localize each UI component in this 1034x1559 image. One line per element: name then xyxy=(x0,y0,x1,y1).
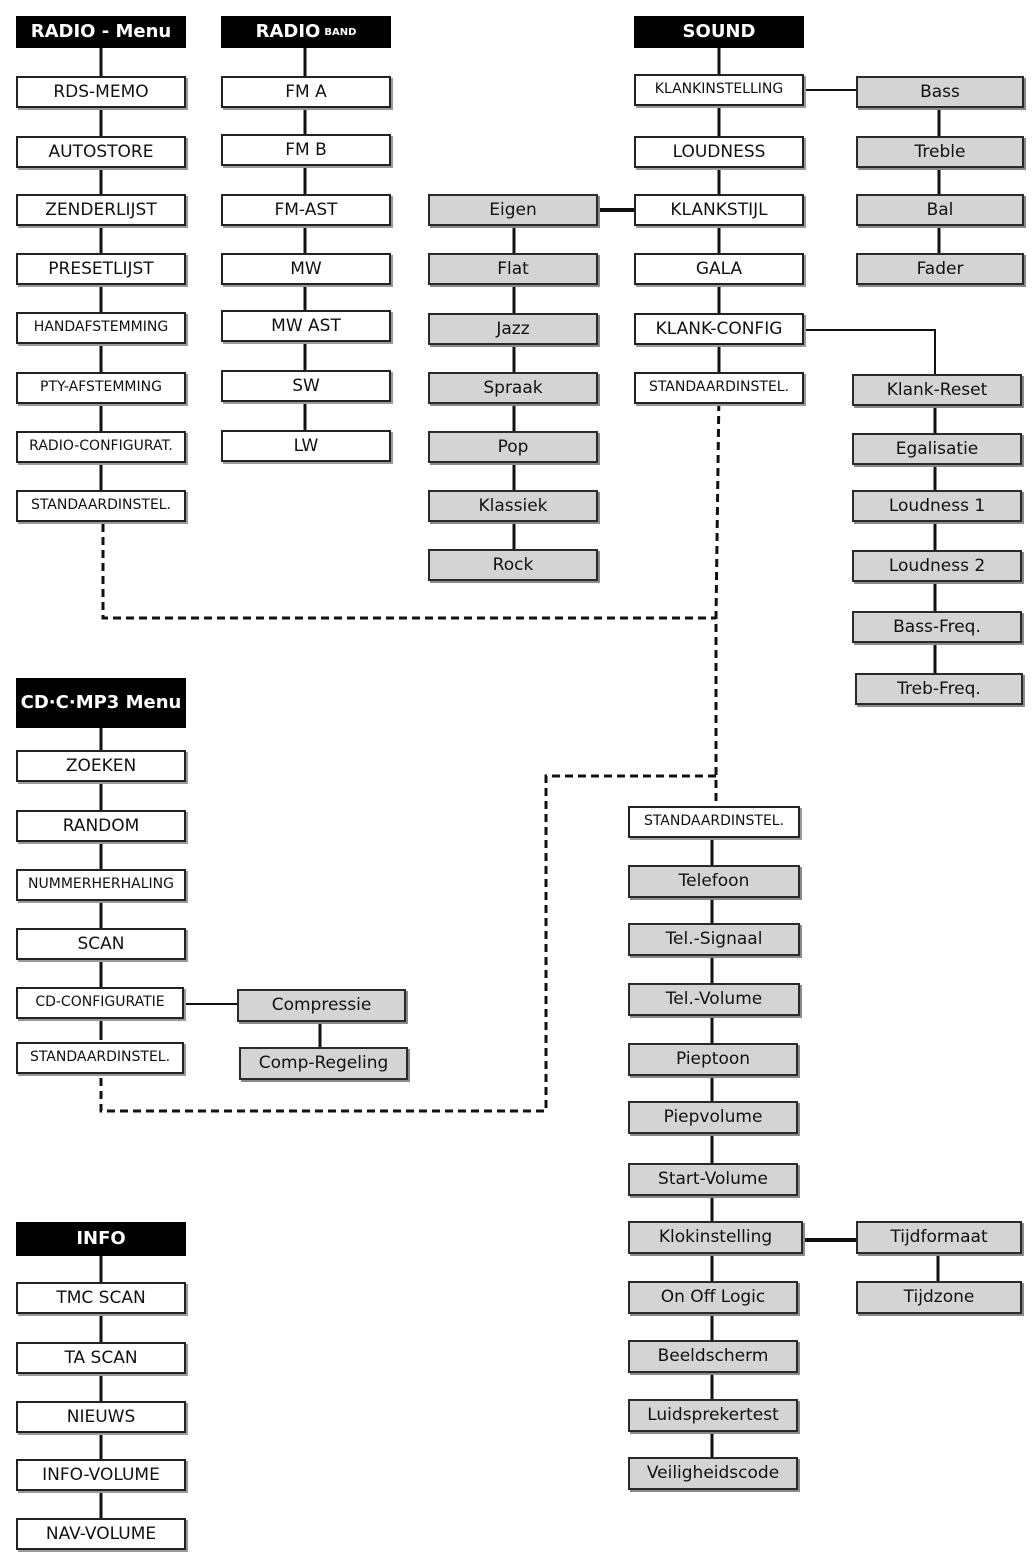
config-item-loudness-1[interactable]: Loudness 1 xyxy=(852,490,1022,522)
setup-item-telefoon[interactable]: Telefoon xyxy=(628,865,800,898)
cd-item-zoeken[interactable]: ZOEKEN xyxy=(16,750,186,782)
menu-item-handafstemming[interactable]: HANDAFSTEMMING xyxy=(16,312,186,344)
setup-item-tel-volume[interactable]: Tel.-Volume xyxy=(628,983,800,1016)
style-item-rock[interactable]: Rock xyxy=(428,549,598,581)
sub-item-bal[interactable]: Bal xyxy=(856,194,1024,226)
sound-standaard-dashed-link xyxy=(714,389,721,806)
klankconfig-branch xyxy=(805,329,936,374)
config-item-egalisatie[interactable]: Egalisatie xyxy=(852,433,1022,465)
menu-item-autostore[interactable]: AUTOSTORE xyxy=(16,136,186,168)
setup-item-start-volume[interactable]: Start-Volume xyxy=(628,1163,798,1196)
menu-item-pty-afstemming[interactable]: PTY-AFSTEMMING xyxy=(16,372,186,404)
sound-item-klank-config[interactable]: KLANK-CONFIG xyxy=(634,313,804,345)
band-item-fm-ast[interactable]: FM-AST xyxy=(221,194,391,226)
sub-item-treble[interactable]: Treble xyxy=(856,136,1024,168)
sound-item-loudness[interactable]: LOUDNESS xyxy=(634,136,804,168)
radio-menu-header: RADIO - Menu xyxy=(16,16,186,48)
info-header: INFO xyxy=(16,1222,186,1256)
cd-menu-header: CD·C·MP3 Menu xyxy=(16,678,186,728)
style-item-eigen[interactable]: Eigen xyxy=(428,194,598,226)
radio-standaard-dashed-link xyxy=(101,524,716,620)
setup-item-pieptoon[interactable]: Pieptoon xyxy=(628,1043,798,1076)
menu-item-radio-standaardinstel[interactable]: STANDAARDINSTEL. xyxy=(16,490,186,522)
band-item-mw[interactable]: MW xyxy=(221,253,391,285)
setup-item-veiligheidscode[interactable]: Veiligheidscode xyxy=(628,1457,798,1490)
band-item-fm-a[interactable]: FM A xyxy=(221,76,391,108)
band-item-fm-b[interactable]: FM B xyxy=(221,134,391,166)
sound-item-standaardinstel[interactable]: STANDAARDINSTEL. xyxy=(634,372,804,404)
style-item-flat[interactable]: Flat xyxy=(428,253,598,285)
info-item-ta-scan[interactable]: TA SCAN xyxy=(16,1342,186,1374)
menu-item-radio-configuratie[interactable]: RADIO-CONFIGURAT. xyxy=(16,431,186,463)
cd-item-standaardinstel[interactable]: STANDAARDINSTEL. xyxy=(16,1042,184,1074)
style-item-klassiek[interactable]: Klassiek xyxy=(428,490,598,522)
setup-item-tel-signaal[interactable]: Tel.-Signaal xyxy=(628,923,800,956)
setup-item-luidsprekertest[interactable]: Luidsprekertest xyxy=(628,1399,798,1432)
band-item-sw[interactable]: SW xyxy=(221,370,391,402)
sound-item-klankstijl[interactable]: KLANKSTIJL xyxy=(634,194,804,226)
config-item-loudness-2[interactable]: Loudness 2 xyxy=(852,550,1022,582)
config-item-treb-freq[interactable]: Treb-Freq. xyxy=(855,673,1023,705)
clock-sub-tijdzone[interactable]: Tijdzone xyxy=(856,1281,1022,1314)
sound-item-klankinstelling[interactable]: KLANKINSTELLING xyxy=(634,74,804,106)
sound-header: SOUND xyxy=(634,16,804,48)
style-item-spraak[interactable]: Spraak xyxy=(428,372,598,404)
cd-sub-comp-regeling[interactable]: Comp-Regeling xyxy=(239,1047,408,1080)
cd-item-random[interactable]: RANDOM xyxy=(16,810,186,842)
sound-item-gala[interactable]: GALA xyxy=(634,253,804,285)
band-item-mw-ast[interactable]: MW AST xyxy=(221,310,391,342)
config-item-klank-reset[interactable]: Klank-Reset xyxy=(852,374,1022,406)
menu-item-rds-memo[interactable]: RDS-MEMO xyxy=(16,76,186,108)
setup-item-klokinstelling[interactable]: Klokinstelling xyxy=(628,1221,803,1254)
config-item-bass-freq[interactable]: Bass-Freq. xyxy=(852,611,1022,643)
clock-sub-tijdformaat[interactable]: Tijdformaat xyxy=(856,1221,1022,1254)
sub-item-fader[interactable]: Fader xyxy=(856,253,1024,285)
cd-item-scan[interactable]: SCAN xyxy=(16,928,186,960)
radio-band-title: RADIO xyxy=(255,21,321,43)
menu-item-zenderlijst[interactable]: ZENDERLIJST xyxy=(16,194,186,226)
info-item-info-volume[interactable]: INFO-VOLUME xyxy=(16,1459,186,1491)
cd-sub-compressie[interactable]: Compressie xyxy=(237,989,406,1022)
style-item-pop[interactable]: Pop xyxy=(428,431,598,463)
info-item-nieuws[interactable]: NIEUWS xyxy=(16,1401,186,1433)
info-item-tmc-scan[interactable]: TMC SCAN xyxy=(16,1282,186,1314)
radio-band-sup: BAND xyxy=(324,26,357,38)
info-item-nav-volume[interactable]: NAV-VOLUME xyxy=(16,1518,186,1550)
cd-item-nummerherhaling[interactable]: NUMMERHERHALING xyxy=(16,869,186,901)
setup-item-beeldscherm[interactable]: Beeldscherm xyxy=(628,1340,798,1373)
sub-item-bass[interactable]: Bass xyxy=(856,76,1024,108)
cd-item-cd-configuratie[interactable]: CD-CONFIGURATIE xyxy=(16,987,184,1019)
setup-item-on-off-logic[interactable]: On Off Logic xyxy=(628,1281,798,1314)
setup-item-piepvolume[interactable]: Piepvolume xyxy=(628,1101,798,1134)
band-item-lw[interactable]: LW xyxy=(221,430,391,462)
menu-item-presetlijst[interactable]: PRESETLIJST xyxy=(16,253,186,285)
setup-item-standaardinstel[interactable]: STANDAARDINSTEL. xyxy=(628,806,800,838)
cd-standaard-dashed-link xyxy=(99,774,716,1113)
style-item-jazz[interactable]: Jazz xyxy=(428,313,598,345)
